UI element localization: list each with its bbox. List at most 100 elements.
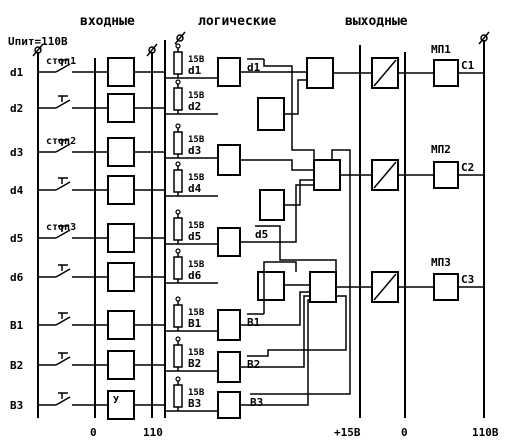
header-outputs: выходные: [345, 14, 408, 29]
coil-1-label: С1: [461, 59, 475, 72]
input-row: В2: [10, 350, 165, 380]
label-110v: 110В: [472, 426, 499, 439]
terminal-phase: [32, 43, 44, 57]
input-label: d5: [10, 232, 23, 245]
input-label: d3: [10, 146, 23, 159]
module-voltage: 15В: [188, 388, 205, 398]
input-row: d2: [10, 93, 165, 123]
input-module: [107, 262, 135, 292]
input-row: d1 стоп1: [10, 56, 165, 87]
switch-label: стоп3: [46, 222, 76, 233]
module-voltage: 15В: [188, 173, 205, 183]
label-15v: +15В: [334, 426, 361, 439]
input-label: В1: [10, 319, 24, 332]
coil-2-label: С2: [461, 161, 474, 174]
resistor: [173, 51, 183, 75]
bus-label: У: [113, 395, 119, 406]
switch-contact: [55, 396, 71, 406]
gate-b2: [217, 351, 241, 383]
label-110: 110: [143, 426, 163, 439]
logic-gates: d1 d5 В1 В2 В3: [217, 57, 372, 419]
module-voltage: 15В: [188, 135, 205, 145]
resistor: [173, 217, 183, 241]
and-gate-1: [306, 57, 334, 89]
input-label: d1: [10, 66, 24, 79]
input-label: d2: [10, 102, 23, 115]
resistor: [173, 131, 183, 155]
resistor: [173, 169, 183, 193]
starter-3: [433, 273, 459, 301]
input-row: d5 стоп3: [10, 222, 165, 253]
input-module: [107, 137, 135, 167]
module-voltage: 15В: [188, 308, 205, 318]
starters: МП1 С1 МП2 С2 МП3 С3: [431, 43, 484, 301]
logic-name: В2: [188, 357, 201, 370]
input-row: d4: [10, 175, 165, 205]
terminal-output: [478, 31, 490, 45]
supply-label: Uпит=110В: [8, 35, 68, 48]
switch-contact: [55, 143, 71, 153]
terminal-logic: [174, 31, 186, 45]
header-inputs: входные: [80, 14, 135, 29]
starter-3-label: МП3: [431, 256, 451, 269]
input-label: d6: [10, 271, 24, 284]
gate-b2-label: В2: [247, 358, 260, 371]
input-module: [107, 57, 135, 87]
module-voltage: 15В: [188, 55, 205, 65]
switch-contact: [55, 229, 71, 239]
bottom-labels: 0 110 +15В 0 110В: [90, 426, 499, 439]
switch-contact: [55, 356, 71, 366]
terminal-110: [146, 43, 158, 57]
resistor: [173, 304, 183, 328]
input-label: В2: [10, 359, 23, 372]
amplifiers: [371, 57, 434, 303]
logic-name: d3: [188, 144, 201, 157]
switch-contact: [55, 268, 71, 278]
gate-d4: [259, 189, 285, 221]
starter-1: [433, 59, 459, 87]
logic-name: d1: [188, 64, 202, 77]
switch-label: стоп2: [46, 136, 76, 147]
input-row: d3 стоп2: [10, 136, 165, 167]
input-label: d4: [10, 184, 24, 197]
logic-name: В3: [188, 397, 201, 410]
gate-b1-label: В1: [247, 316, 261, 329]
and-gate-3: [309, 271, 337, 303]
gate-b1: [217, 309, 241, 341]
logic-name: d2: [188, 100, 201, 113]
logic-rows: 15Вd115Вd215Вd315Вd415Вd515Вd615ВВ115ВВ2…: [165, 43, 218, 412]
logic-name: В1: [188, 317, 202, 330]
starter-2: [433, 161, 459, 189]
label-zero-2: 0: [401, 426, 408, 439]
logic-name: d6: [188, 269, 202, 282]
logic-name: d4: [188, 182, 202, 195]
gate-d5-label: d5: [255, 228, 268, 241]
module-voltage: 15В: [188, 91, 205, 101]
switch-contact: [55, 316, 71, 326]
starter-2-label: МП2: [431, 143, 451, 156]
resistor: [173, 87, 183, 111]
logic-name: d5: [188, 230, 201, 243]
switch-label: стоп1: [46, 56, 76, 67]
resistor: [173, 256, 183, 280]
module-voltage: 15В: [188, 260, 205, 270]
gate-d2: [257, 97, 285, 131]
input-module: [107, 223, 135, 253]
gate-b3-label: В3: [250, 396, 263, 409]
gate-d1: [217, 57, 241, 87]
input-module: [107, 175, 135, 205]
input-row: В1: [10, 310, 165, 340]
label-zero-1: 0: [90, 426, 97, 439]
input-module: [107, 390, 135, 420]
